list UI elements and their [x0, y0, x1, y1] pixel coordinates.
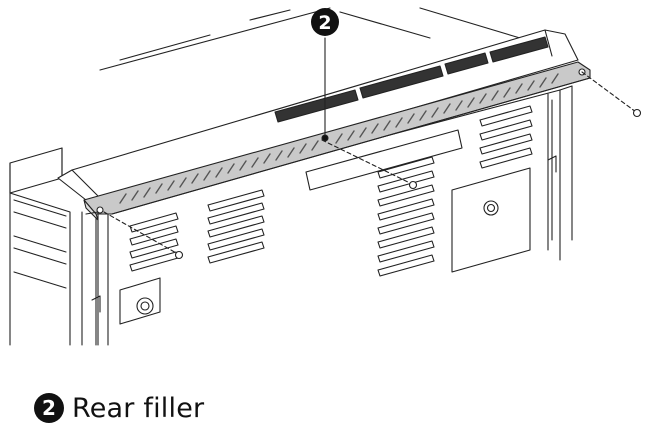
rear-panel-vents [119, 105, 533, 325]
mounting-bolts [136, 200, 499, 315]
callout-number: 2 [318, 12, 331, 34]
screws [103, 71, 642, 260]
rear-filler-top-piece [57, 29, 579, 201]
callout-leader [321, 37, 329, 142]
callout-badge: 2 [311, 8, 339, 36]
side-brackets [85, 99, 557, 346]
part-caption: 2 Rear filler [34, 388, 204, 428]
rear-filler-installation-diagram: 2 [9, 7, 642, 346]
rear-filler-grille [83, 61, 591, 221]
caption-number-badge: 2 [34, 393, 64, 423]
caption-label: Rear filler [72, 392, 205, 424]
